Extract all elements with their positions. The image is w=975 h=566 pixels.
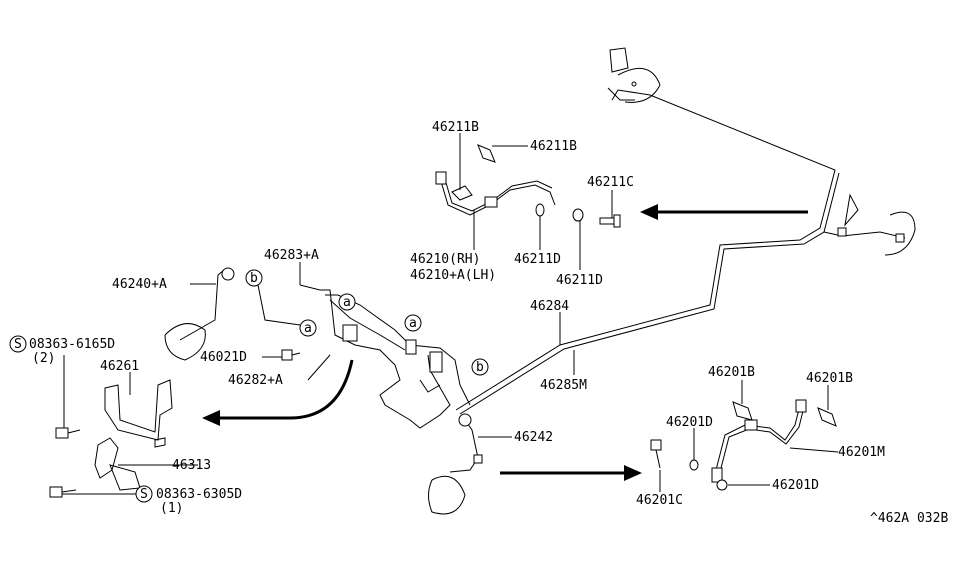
marker-a-center: a (404, 314, 422, 332)
rear-left-caliper-46242 (428, 413, 483, 515)
label-46211c: 46211C (587, 175, 634, 190)
arrow-front-right (640, 204, 808, 220)
label-46201d-2: 46201D (772, 478, 819, 493)
arrow-left-bracket (202, 359, 354, 426)
bolt-46021d (281, 349, 301, 361)
label-08363-6165d: 08363-6165D (29, 337, 115, 352)
label-46242: 46242 (514, 430, 553, 445)
marker-b-left: b (245, 269, 263, 287)
label-46211b-1: 46211B (432, 120, 479, 135)
svg-text:a: a (343, 295, 351, 310)
label-46211b-2: 46211B (530, 139, 577, 154)
label-46201m: 46201M (838, 445, 885, 460)
label-08363-6305d-qty: (1) (160, 501, 183, 516)
marker-a-upper: a (338, 293, 356, 311)
rear-hose-46201 (650, 399, 837, 491)
label-46201d-1: 46201D (666, 415, 713, 430)
svg-text:a: a (409, 316, 417, 331)
label-08363-6305d: 08363-6305D (156, 487, 242, 502)
label-46201b-2: 46201B (806, 371, 853, 386)
front-hose-46210 (435, 144, 621, 228)
label-46261: 46261 (100, 359, 139, 374)
label-46210-rh: 46210(RH) (410, 252, 480, 267)
center-junction-pipes (320, 289, 471, 429)
label-46284: 46284 (530, 299, 569, 314)
label-46211d-2: 46211D (556, 273, 603, 288)
label-46201b-1: 46201B (708, 365, 755, 380)
label-46201c: 46201C (636, 493, 683, 508)
label-46211d-1: 46211D (514, 252, 561, 267)
arrow-rear-right (500, 465, 642, 481)
marker-a-left: a (299, 319, 317, 337)
svg-text:b: b (250, 271, 258, 286)
svg-text:b: b (476, 360, 484, 375)
front-right-brake-assembly (607, 47, 661, 103)
svg-text:a: a (304, 321, 312, 336)
marker-b-right: b (471, 358, 489, 376)
label-46283: 46283+A (264, 248, 319, 263)
bolt-08363-6305d (49, 486, 77, 498)
svg-text:S: S (140, 487, 148, 502)
marker-s-lower: S (135, 485, 153, 503)
label-46285m: 46285M (540, 378, 587, 393)
bracket-46261 (104, 379, 173, 448)
label-46282: 46282+A (228, 373, 283, 388)
svg-text:S: S (14, 337, 22, 352)
bolt-08363-6165d (55, 427, 81, 439)
left-front-hose-46240 (164, 267, 301, 361)
label-46210-lh: 46210+A(LH) (410, 268, 496, 283)
label-46240: 46240+A (112, 277, 167, 292)
label-46021d: 46021D (200, 350, 247, 365)
brake-pipe-main (455, 89, 906, 415)
bracket-46313 (94, 437, 141, 491)
label-46313: 46313 (172, 458, 211, 473)
marker-s-upper: S (9, 335, 27, 353)
label-08363-6165d-qty: (2) (32, 351, 55, 366)
right-caliper-assembly (837, 193, 916, 256)
leader-lines (62, 133, 839, 495)
reference-code: ^462A 032B (870, 511, 948, 526)
